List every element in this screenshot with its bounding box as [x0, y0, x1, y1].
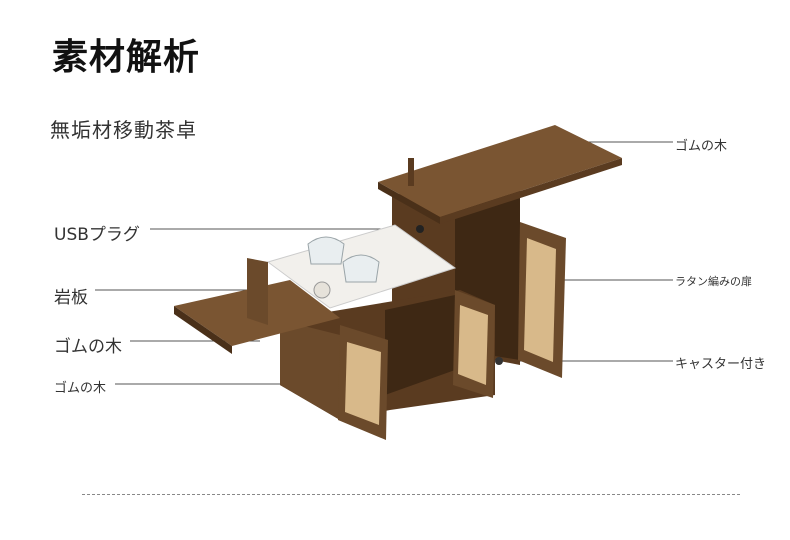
- label-caster: キャスター付き: [675, 357, 767, 372]
- usb-port: [416, 225, 424, 233]
- label-rubber-wood-1: ゴムの木: [54, 337, 122, 357]
- dashed-divider: [82, 494, 740, 495]
- top-board: [378, 125, 622, 233]
- label-rubber-wood-top: ゴムの木: [675, 139, 728, 154]
- page-title: 素材解析: [52, 37, 201, 78]
- product-name: 無垢材移動茶卓: [50, 118, 197, 142]
- left-leaf: [174, 258, 340, 354]
- label-stone-top: 岩板: [54, 288, 88, 308]
- kettle-2: [342, 254, 380, 283]
- stone-top: [266, 224, 457, 309]
- rattan-panel-right: [524, 238, 556, 362]
- rattan-panel-middle: [458, 305, 488, 385]
- label-rubber-wood-2: ゴムの木: [54, 381, 107, 396]
- lower-body: [280, 290, 503, 440]
- rattan-panel-front: [345, 342, 381, 425]
- label-rattan-door: ラタン編みの扉: [675, 275, 752, 288]
- kettle-1: [307, 236, 345, 265]
- caster-wheel: [495, 357, 503, 365]
- label-usb-plug: USBプラグ: [54, 225, 140, 245]
